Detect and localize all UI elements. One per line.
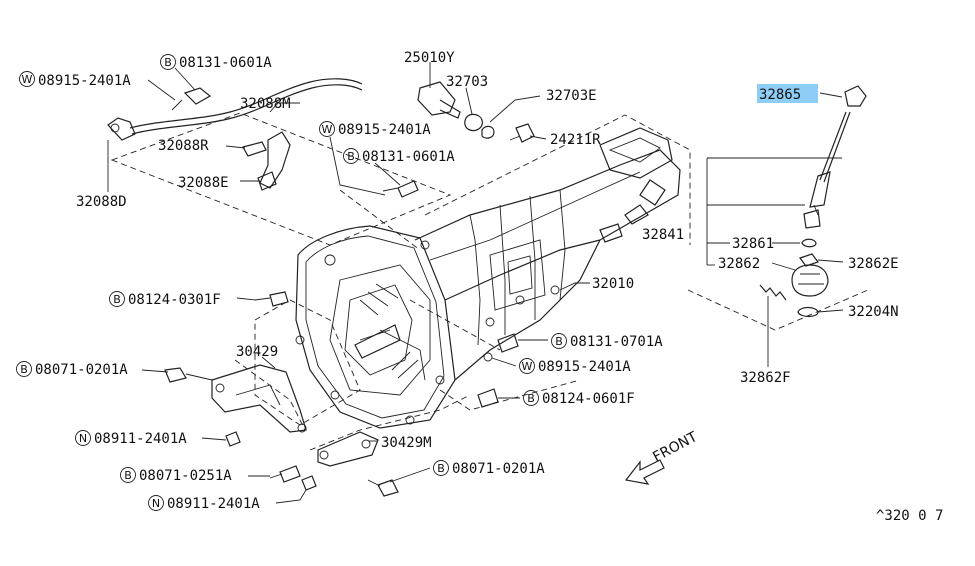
svg-text:08131-0701A: 08131-0701A xyxy=(570,334,663,350)
label-32010[interactable]: 32010 xyxy=(592,276,634,292)
speed-sensor-assembly[interactable] xyxy=(417,81,535,143)
fastener-labels: W 08915-2401A B 08131-0601A W 08915-2401… xyxy=(16,54,664,513)
fastener-w08915-2401a-mid[interactable]: W 08915-2401A xyxy=(319,121,432,139)
svg-text:N: N xyxy=(152,497,160,510)
label-32088d[interactable]: 32088D xyxy=(76,194,127,210)
fastener-n08911-2401a-a[interactable]: N 08911-2401A xyxy=(75,430,188,448)
svg-text:B: B xyxy=(20,363,28,376)
group-bracket-32841 xyxy=(706,157,842,266)
svg-text:08124-0601F: 08124-0601F xyxy=(542,391,635,407)
dashed-assembly-outlines xyxy=(110,112,869,451)
label-32862f[interactable]: 32862F xyxy=(740,370,791,386)
label-32865[interactable]: 32865 xyxy=(759,87,801,103)
diagram-reference-code: ^320 0 7 xyxy=(876,508,943,524)
leader-lines xyxy=(107,62,844,504)
label-32088m[interactable]: 32088M xyxy=(240,96,291,112)
svg-text:N: N xyxy=(79,432,87,445)
svg-text:B: B xyxy=(113,293,121,306)
svg-text:08915-2401A: 08915-2401A xyxy=(338,122,431,138)
label-32204n[interactable]: 32204N xyxy=(848,304,899,320)
fastener-b08131-0701a[interactable]: B 08131-0701A xyxy=(551,333,664,351)
label-30429[interactable]: 30429 xyxy=(236,344,278,360)
svg-text:B: B xyxy=(437,462,445,475)
svg-text:08911-2401A: 08911-2401A xyxy=(167,496,260,512)
svg-text:B: B xyxy=(124,469,132,482)
front-label: FRONT xyxy=(650,429,700,466)
fastener-n08911-2401a-b[interactable]: N 08911-2401A xyxy=(148,495,261,513)
label-24211r[interactable]: 24211R xyxy=(550,132,601,148)
label-32861[interactable]: 32861 xyxy=(732,236,774,252)
svg-text:B: B xyxy=(164,56,172,69)
label-32703[interactable]: 32703 xyxy=(446,74,488,90)
label-32841[interactable]: 32841 xyxy=(642,227,684,243)
fastener-b08124-0601f[interactable]: B 08124-0601F xyxy=(523,390,635,408)
transmission-case[interactable] xyxy=(295,127,681,429)
fastener-b08124-0301f[interactable]: B 08124-0301F xyxy=(109,291,221,309)
svg-text:08124-0301F: 08124-0301F xyxy=(128,292,221,308)
svg-text:08071-0251A: 08071-0251A xyxy=(139,468,232,484)
shift-lever-assembly[interactable] xyxy=(759,85,867,318)
svg-text:B: B xyxy=(347,150,355,163)
svg-text:08071-0201A: 08071-0201A xyxy=(35,362,128,378)
svg-text:08915-2401A: 08915-2401A xyxy=(38,73,131,89)
svg-text:W: W xyxy=(322,123,333,136)
fastener-w08915-2401a-right[interactable]: W 08915-2401A xyxy=(519,358,632,376)
fastener-b08071-0201a-left[interactable]: B 08071-0201A xyxy=(16,361,129,379)
label-32088r[interactable]: 32088R xyxy=(158,138,209,154)
fastener-b08131-0601a-top[interactable]: B 08131-0601A xyxy=(160,54,273,72)
front-direction-arrow: FRONT xyxy=(624,429,700,485)
breather-hose-assembly[interactable] xyxy=(107,78,419,198)
svg-text:B: B xyxy=(555,335,563,348)
svg-text:08131-0601A: 08131-0601A xyxy=(362,149,455,165)
label-32088e[interactable]: 32088E xyxy=(178,175,229,191)
fastener-b08071-0201a-right[interactable]: B 08071-0201A xyxy=(433,460,546,478)
svg-text:W: W xyxy=(522,360,533,373)
label-32703e[interactable]: 32703E xyxy=(546,88,597,104)
svg-text:08911-2401A: 08911-2401A xyxy=(94,431,187,447)
fastener-b08131-0601a-mid[interactable]: B 08131-0601A xyxy=(343,148,456,166)
svg-text:08071-0201A: 08071-0201A xyxy=(452,461,545,477)
fastener-b08071-0251a[interactable]: B 08071-0251A xyxy=(120,467,233,485)
label-32862[interactable]: 32862 xyxy=(718,256,760,272)
fastener-w08915-2401a-top[interactable]: W 08915-2401A xyxy=(19,71,132,90)
part-labels: 32088M 32088D 32088R 32088E 25010Y 32703… xyxy=(76,50,943,524)
label-32862e[interactable]: 32862E xyxy=(848,256,899,272)
label-30429m[interactable]: 30429M xyxy=(381,435,432,451)
highlight-box xyxy=(757,84,818,103)
mounting-brackets[interactable] xyxy=(164,291,548,497)
svg-text:B: B xyxy=(527,392,535,405)
svg-text:W: W xyxy=(22,73,33,86)
svg-text:08131-0601A: 08131-0601A xyxy=(179,55,272,71)
label-25010y[interactable]: 25010Y xyxy=(404,50,455,66)
svg-text:08915-2401A: 08915-2401A xyxy=(538,359,631,375)
